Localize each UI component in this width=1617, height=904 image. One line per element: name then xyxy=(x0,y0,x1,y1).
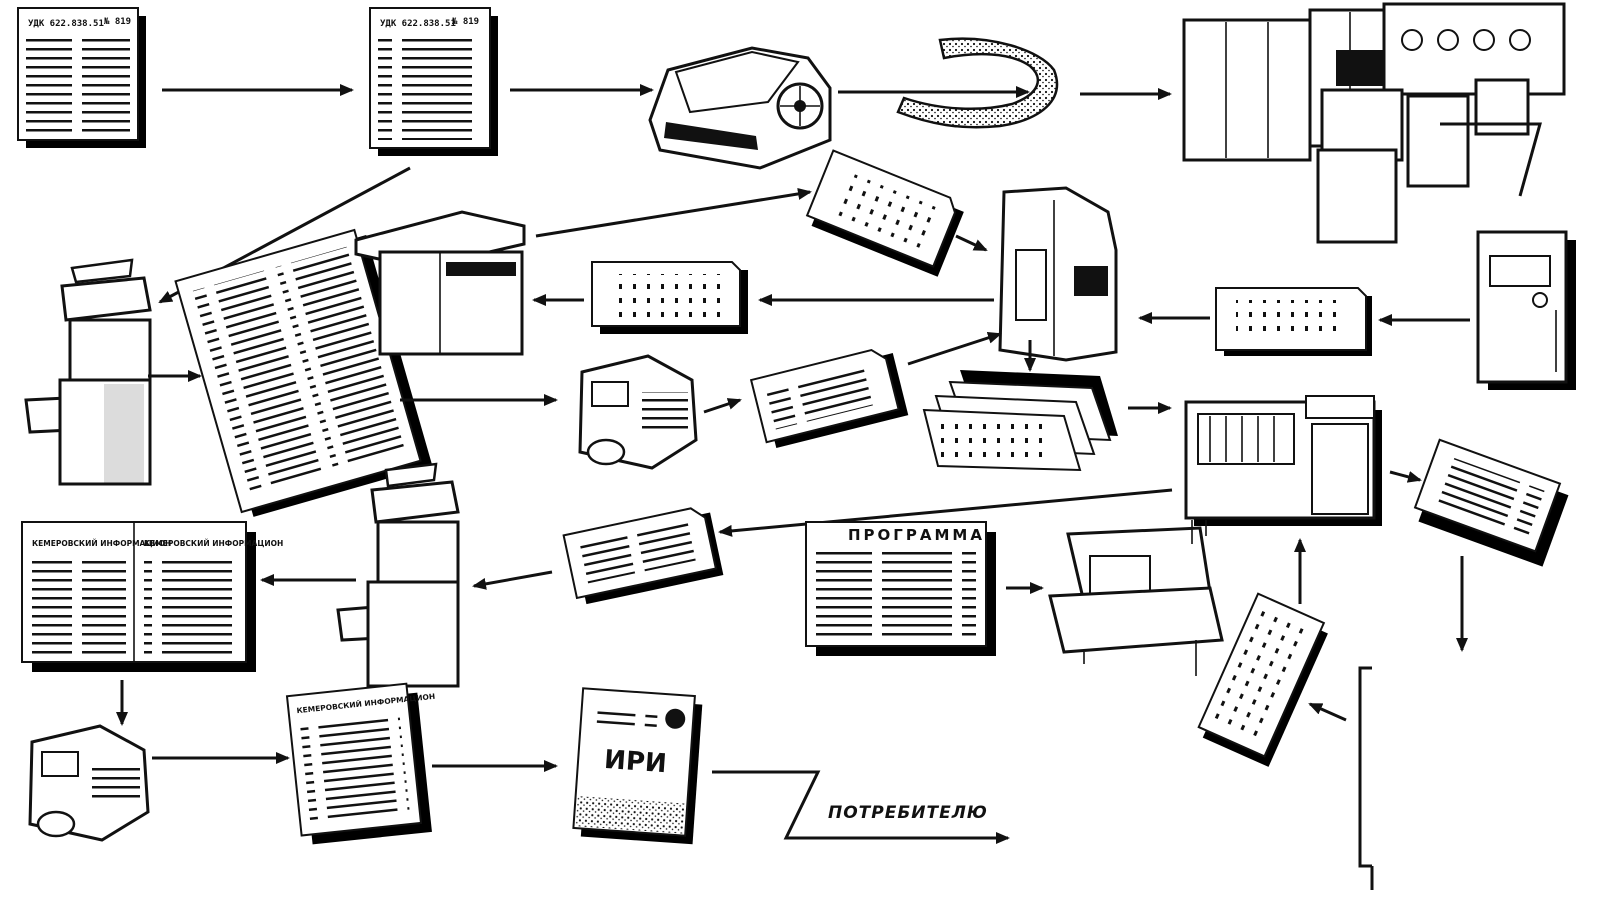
feedback-bracket xyxy=(1358,666,1372,868)
photocopier-2 xyxy=(336,462,460,688)
printed-listing xyxy=(174,228,433,517)
source-document-1: УДК 622.838.51 № 819 xyxy=(17,7,146,148)
photocopier-1 xyxy=(24,258,152,486)
document-1-number: № 819 xyxy=(104,17,131,27)
arrow-bracket-to-cards xyxy=(1308,702,1347,722)
punch-card-middle xyxy=(591,261,748,334)
bulletin-heading-right: КЕМЕРОВСКИЙ ИНФОРМАЦИОН xyxy=(144,539,283,548)
arrow-card-to-copier2 xyxy=(472,570,553,590)
tape-punch-desk xyxy=(354,210,526,356)
source-document-2: УДК 622.838.51 № 819 xyxy=(369,7,498,156)
addressing-machine-2 xyxy=(28,724,150,842)
arrow-to-consumer xyxy=(712,770,1010,844)
iri-booklet: ИРИ xyxy=(572,687,703,845)
teletype-perforator xyxy=(648,46,832,170)
consumer-label: ПОТРЕБИТЕЛЮ xyxy=(828,803,988,823)
punched-tape xyxy=(896,37,1059,129)
card-reader-right xyxy=(1476,230,1576,390)
booklet-title: ИРИ xyxy=(603,745,668,779)
document-1-udk: УДК 622.838.51 xyxy=(28,19,104,29)
addressing-machine-1 xyxy=(578,354,698,470)
program-sheet: ПРОГРАММА xyxy=(805,521,996,656)
arrow-card-to-sorter xyxy=(955,234,988,252)
arrow-addresser-to-card xyxy=(703,398,742,414)
tabulator xyxy=(1184,395,1382,526)
document-2-number: № 819 xyxy=(452,17,479,27)
card-sorter xyxy=(998,186,1118,362)
output-sheet-right xyxy=(1413,438,1569,567)
bulletin-spread: КЕМЕРОВСКИЙ ИНФОРМАЦИОН КЕМЕРОВСКИЙ ИНФО… xyxy=(21,521,283,672)
mainframe-computer xyxy=(1182,2,1566,244)
address-plate xyxy=(749,348,909,448)
punch-card-tilted xyxy=(805,149,964,277)
keypunch-terminal xyxy=(1048,526,1224,676)
punch-card-deck xyxy=(922,370,1118,472)
arrow-tabulator-to-output xyxy=(1389,470,1422,483)
arrow-desk-to-cardset xyxy=(535,187,812,238)
bulletin-leaflet: КЕМЕРОВСКИЙ ИНФОРМАЦИОН xyxy=(285,682,436,845)
program-title: ПРОГРАММА xyxy=(848,526,985,544)
punch-card-right xyxy=(1215,287,1372,356)
output-cards-diagonal xyxy=(1197,592,1328,767)
bulletin-heading-left: КЕМЕРОВСКИЙ ИНФОРМАЦИОН xyxy=(32,539,171,548)
punch-card-lower xyxy=(562,507,724,605)
arrow-plate-to-sorter xyxy=(907,332,1002,366)
arrow-tabulator-to-card xyxy=(718,488,1173,537)
document-2-udk: УДК 622.838.51 xyxy=(380,19,456,29)
